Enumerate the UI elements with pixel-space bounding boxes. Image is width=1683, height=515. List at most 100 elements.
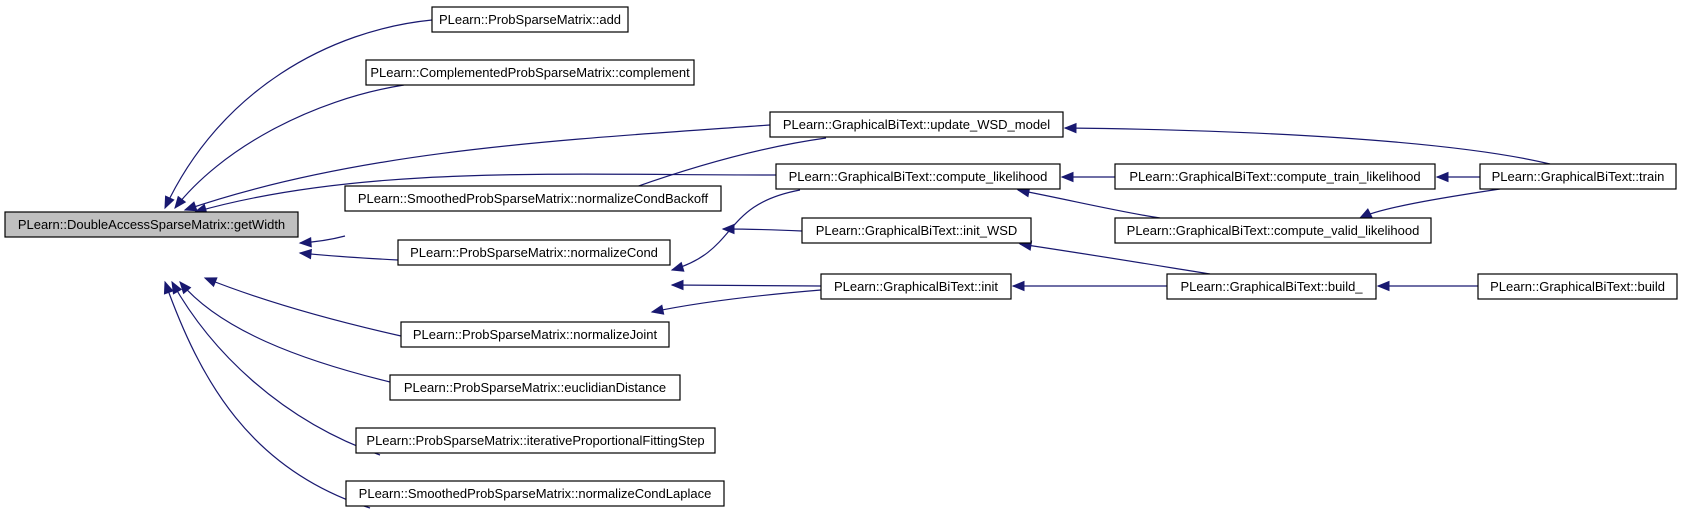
edge-line <box>671 284 822 287</box>
arrowhead <box>650 304 665 315</box>
node-box[interactable] <box>1114 217 1432 244</box>
node-label: PLearn::SmoothedProbSparseMatrix::normal… <box>359 486 712 501</box>
node-box[interactable] <box>1477 273 1678 300</box>
edge-line <box>164 281 371 509</box>
node-label: PLearn::ProbSparseMatrix::euclidianDista… <box>404 380 666 395</box>
arrowhead <box>179 280 192 295</box>
arrowhead <box>163 280 174 295</box>
edge-norm_joint-to-root <box>203 277 402 337</box>
arrowhead <box>203 277 218 288</box>
node-update-wsd[interactable]: PLearn::GraphicalBiText::update_WSD_mode… <box>769 111 1064 138</box>
node-root[interactable]: PLearn::DoubleAccessSparseMatrix::getWid… <box>4 211 299 238</box>
node-label: PLearn::ComplementedProbSparseMatrix::co… <box>370 65 690 80</box>
node-build[interactable]: PLearn::GraphicalBiText::build <box>1477 273 1678 300</box>
edge-line <box>671 189 801 271</box>
node-box[interactable] <box>345 480 725 507</box>
node-box[interactable] <box>397 239 671 266</box>
edge-line <box>171 281 381 456</box>
edges-layer <box>163 19 1551 509</box>
edge-init-to-norm_joint <box>650 289 822 315</box>
node-label: PLearn::GraphicalBiText::update_WSD_mode… <box>783 117 1050 132</box>
node-box[interactable] <box>355 427 716 454</box>
edge-train_lik-to-compute_lik <box>1060 171 1116 183</box>
edge-add-to-root <box>164 19 433 210</box>
node-norm-cond[interactable]: PLearn::ProbSparseMatrix::normalizeCond <box>397 239 671 266</box>
edge-valid_lik-to-compute_lik <box>1016 187 1161 219</box>
edge-line <box>651 289 822 313</box>
edge-line <box>299 252 399 261</box>
arrowhead <box>1376 280 1390 292</box>
node-box[interactable] <box>365 59 695 86</box>
edge-line <box>184 124 771 211</box>
edge-build_-to-init <box>1011 280 1168 292</box>
node-norm-laplace[interactable]: PLearn::SmoothedProbSparseMatrix::normal… <box>345 480 725 507</box>
node-box[interactable] <box>431 6 629 33</box>
arrowhead <box>183 201 198 212</box>
edge-line <box>722 228 803 232</box>
node-box[interactable] <box>1479 163 1677 190</box>
node-box[interactable] <box>1114 163 1436 190</box>
node-ipf[interactable]: PLearn::ProbSparseMatrix::iterativePropo… <box>355 427 716 454</box>
arrowhead <box>1063 122 1077 134</box>
node-box[interactable] <box>400 321 670 348</box>
arrowhead <box>298 237 312 248</box>
node-label: PLearn::DoubleAccessSparseMatrix::getWid… <box>18 217 285 232</box>
node-euclid[interactable]: PLearn::ProbSparseMatrix::euclidianDista… <box>389 374 681 401</box>
edge-build_-to-init_wsd <box>1018 240 1211 275</box>
node-train-lik[interactable]: PLearn::GraphicalBiText::compute_train_l… <box>1114 163 1436 190</box>
arrowhead <box>1435 171 1449 183</box>
node-label: PLearn::SmoothedProbSparseMatrix::normal… <box>358 191 709 206</box>
node-label: PLearn::GraphicalBiText::compute_valid_l… <box>1127 223 1420 238</box>
node-train[interactable]: PLearn::GraphicalBiText::train <box>1479 163 1677 190</box>
node-add[interactable]: PLearn::ProbSparseMatrix::add <box>431 6 629 33</box>
node-label: PLearn::GraphicalBiText::compute_train_l… <box>1129 169 1420 184</box>
edge-norm_laplace-to-root <box>163 280 371 509</box>
node-norm-backoff[interactable]: PLearn::SmoothedProbSparseMatrix::normal… <box>344 185 722 212</box>
arrowhead <box>670 261 685 272</box>
node-build-[interactable]: PLearn::GraphicalBiText::build_ <box>1166 273 1377 300</box>
node-init[interactable]: PLearn::GraphicalBiText::init <box>820 273 1012 300</box>
node-box[interactable] <box>1166 273 1377 300</box>
node-valid-lik[interactable]: PLearn::GraphicalBiText::compute_valid_l… <box>1114 217 1432 244</box>
node-label: PLearn::ProbSparseMatrix::normalizeCond <box>410 245 658 260</box>
edge-euclid-to-root <box>179 280 391 383</box>
edge-line <box>1019 243 1211 275</box>
node-box[interactable] <box>801 217 1032 244</box>
node-label: PLearn::ProbSparseMatrix::add <box>439 12 621 27</box>
node-complement[interactable]: PLearn::ComplementedProbSparseMatrix::co… <box>365 59 695 86</box>
edge-build-to-build_ <box>1376 280 1479 292</box>
edge-init_wsd-to-norm_backoff <box>721 223 803 235</box>
node-label: PLearn::ProbSparseMatrix::iterativePropo… <box>366 433 704 448</box>
arrowhead <box>298 248 312 260</box>
node-label: PLearn::GraphicalBiText::build_ <box>1180 279 1363 294</box>
node-norm-joint[interactable]: PLearn::ProbSparseMatrix::normalizeJoint <box>400 321 670 348</box>
edge-line <box>1359 188 1501 219</box>
arrowhead <box>1060 171 1074 183</box>
edge-line <box>179 281 391 383</box>
edge-norm_backoff-to-root <box>298 235 346 248</box>
node-box[interactable] <box>775 163 1061 190</box>
edge-complement-to-root <box>174 84 405 210</box>
node-box[interactable] <box>344 185 722 212</box>
edge-line <box>174 84 405 209</box>
arrowhead <box>174 195 187 210</box>
edge-update_wsd-to-root <box>183 124 771 212</box>
edge-line <box>164 19 433 209</box>
node-init-wsd[interactable]: PLearn::GraphicalBiText::init_WSD <box>801 217 1032 244</box>
node-compute-lik[interactable]: PLearn::GraphicalBiText::compute_likelih… <box>775 163 1061 190</box>
arrowhead <box>1358 208 1373 219</box>
edge-norm_cond-to-root <box>298 248 399 261</box>
node-box[interactable] <box>4 211 299 238</box>
node-box[interactable] <box>389 374 681 401</box>
nodes-layer: PLearn::DoubleAccessSparseMatrix::getWid… <box>4 6 1678 507</box>
edge-ipf-to-root <box>171 280 381 456</box>
node-box[interactable] <box>769 111 1064 138</box>
edge-line <box>1064 127 1551 165</box>
arrowhead <box>171 280 183 295</box>
node-label: PLearn::ProbSparseMatrix::normalizeJoint <box>413 327 658 342</box>
node-box[interactable] <box>820 273 1012 300</box>
edge-line <box>1017 189 1161 219</box>
arrowhead <box>670 279 684 291</box>
edge-init-to-norm_cond <box>670 279 822 291</box>
